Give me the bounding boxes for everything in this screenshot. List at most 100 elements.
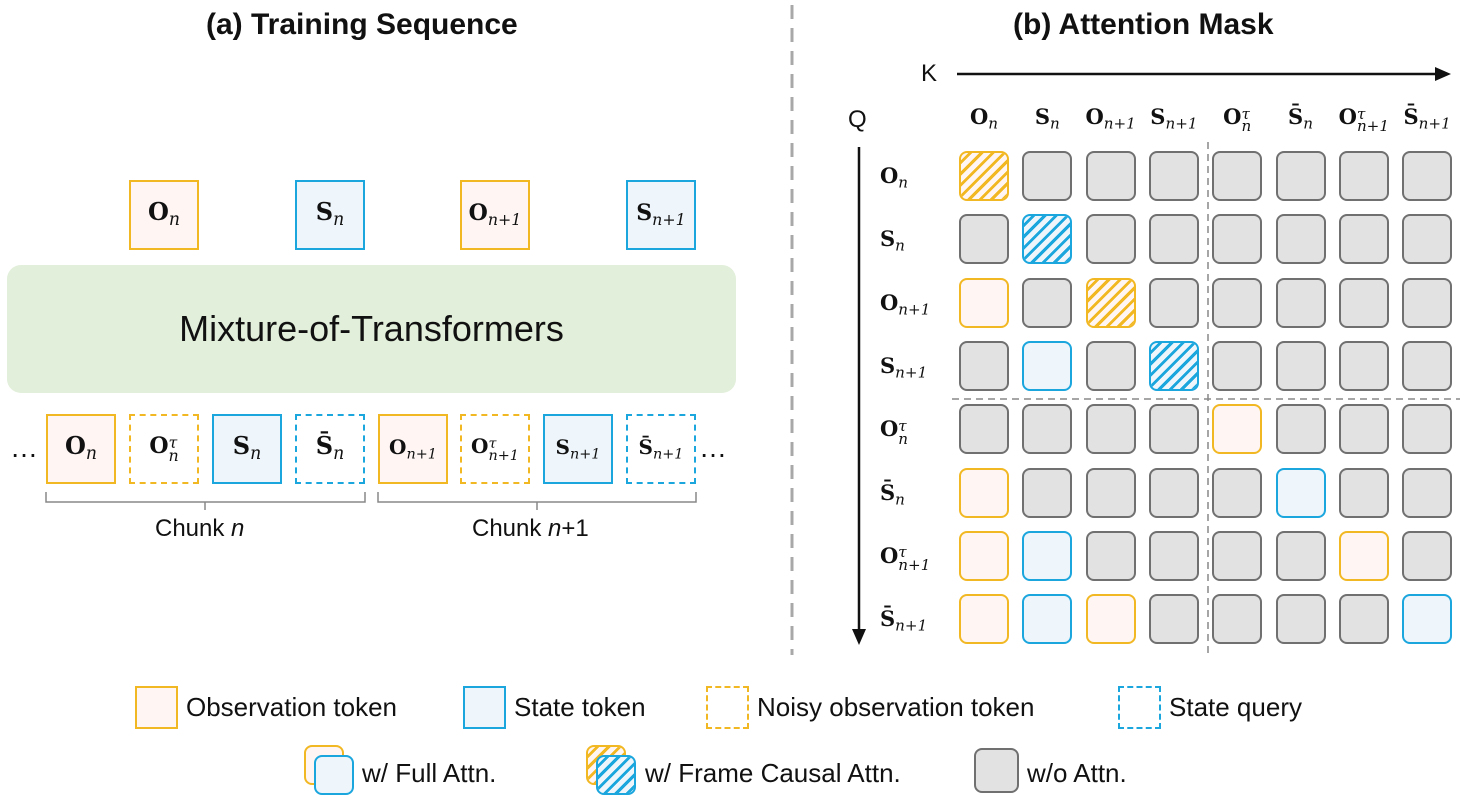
left-panel-title: (a) Training Sequence	[206, 8, 518, 41]
mask-cell	[1338, 340, 1389, 391]
output-token: On	[129, 180, 199, 250]
mask-column-label: On	[969, 104, 999, 133]
mask-cell	[1402, 530, 1453, 581]
legend-state-query-swatch	[1118, 686, 1161, 729]
mask-column-label: Sn	[1034, 104, 1060, 133]
mask-cell	[1148, 340, 1199, 391]
mask-cell	[1085, 404, 1136, 455]
output-token: On+1	[460, 180, 530, 250]
legend-state-query-label: State query	[1169, 692, 1302, 722]
mask-cell	[1275, 277, 1326, 328]
mask-cell	[1148, 277, 1199, 328]
chunk-bracket-n	[45, 492, 366, 510]
legend-no-attn-label: w/o Attn.	[1027, 758, 1127, 788]
mask-cell	[1148, 151, 1199, 201]
legend-noisy-observation-swatch	[706, 686, 749, 729]
mask-cell	[1338, 404, 1389, 455]
mask-cell	[1275, 340, 1326, 391]
mask-cell	[1402, 594, 1453, 645]
sequence-token: S̄n+1	[626, 414, 696, 484]
mask-cell	[1022, 340, 1073, 391]
mask-cell	[1338, 467, 1389, 518]
mask-row-label: On+1	[880, 289, 931, 319]
sequence-token: On	[46, 414, 116, 484]
mask-cell	[1148, 594, 1199, 645]
mask-cell	[1402, 277, 1453, 328]
mask-cell	[1022, 594, 1073, 645]
mask-cell	[959, 340, 1009, 391]
mask-cell	[1085, 214, 1136, 265]
mixture-of-transformers-block: Mixture-of-Transformers	[7, 265, 736, 393]
right-panel-title: (b) Attention Mask	[1013, 8, 1274, 41]
mask-cell	[1275, 467, 1326, 518]
mask-cell	[1085, 151, 1136, 201]
sequence-token: Sn	[212, 414, 282, 484]
leading-ellipsis: …	[10, 432, 38, 463]
mask-cell	[1022, 467, 1073, 518]
mask-cell	[1212, 404, 1263, 455]
mask-row-label: Sn	[880, 226, 905, 255]
mask-cell	[959, 404, 1009, 455]
sequence-token: S̄n	[295, 414, 365, 484]
mask-row-label: Sn+1	[880, 352, 928, 382]
mask-cell	[1085, 340, 1136, 391]
mask-cell	[1022, 404, 1073, 455]
mask-cell	[1022, 151, 1073, 201]
mask-row-label: On	[880, 163, 909, 192]
mask-cell	[959, 277, 1009, 328]
q-axis-arrow	[852, 147, 866, 645]
mask-cell	[1085, 277, 1136, 328]
mask-cell	[1275, 151, 1326, 201]
mask-cell	[959, 214, 1009, 265]
mask-cell	[1275, 214, 1326, 265]
legend-noisy-observation-label: Noisy observation token	[757, 692, 1035, 722]
mask-cell	[1148, 404, 1199, 455]
mask-cell	[1275, 594, 1326, 645]
panel-divider	[790, 5, 794, 655]
sequence-token: Sn+1	[543, 414, 613, 484]
k-axis-label: K	[921, 60, 938, 87]
mask-row-label: S̄n+1	[880, 606, 928, 635]
mask-row-label: S̄n	[880, 479, 905, 509]
legend-full-attn-label: w/ Full Attn.	[362, 758, 497, 788]
mask-cell	[959, 467, 1009, 518]
trailing-ellipsis: …	[699, 432, 727, 463]
mask-cell	[1338, 277, 1389, 328]
legend-frame-causal-label: w/ Frame Causal Attn.	[645, 758, 901, 788]
mask-cell	[1212, 214, 1263, 265]
output-token: Sn+1	[626, 180, 696, 250]
q-axis-label: Q	[848, 106, 867, 133]
mask-cell	[1212, 467, 1263, 518]
chunk-bracket-n1	[377, 492, 697, 510]
mask-cell	[1338, 151, 1389, 201]
model-label: Mixture-of-Transformers	[179, 308, 564, 349]
mask-cell	[1085, 594, 1136, 645]
chunk-brackets	[45, 492, 697, 510]
mask-cell	[1022, 530, 1073, 581]
chunk-label: Chunk n	[155, 515, 245, 542]
mask-column-label: S̄n	[1288, 104, 1313, 133]
legend-observation-swatch	[135, 686, 178, 729]
chunk-label: Chunk n+1	[472, 515, 589, 542]
mask-column-label: On+1	[1085, 104, 1136, 133]
mask-cell	[1402, 404, 1453, 455]
legend-state-swatch	[463, 686, 506, 729]
mask-cell	[1275, 404, 1326, 455]
mask-cell	[959, 151, 1009, 201]
mask-cell	[1148, 214, 1199, 265]
mask-cell	[1402, 340, 1453, 391]
mask-cell	[1338, 530, 1389, 581]
mask-cell	[1212, 594, 1263, 645]
mask-cell	[1212, 530, 1263, 581]
mask-column-label: Sn+1	[1150, 104, 1198, 133]
mask-cell	[959, 594, 1009, 645]
legend-observation-label: Observation token	[186, 692, 398, 722]
mask-cell	[1212, 277, 1263, 328]
mask-column-label: S̄n+1	[1403, 104, 1451, 133]
